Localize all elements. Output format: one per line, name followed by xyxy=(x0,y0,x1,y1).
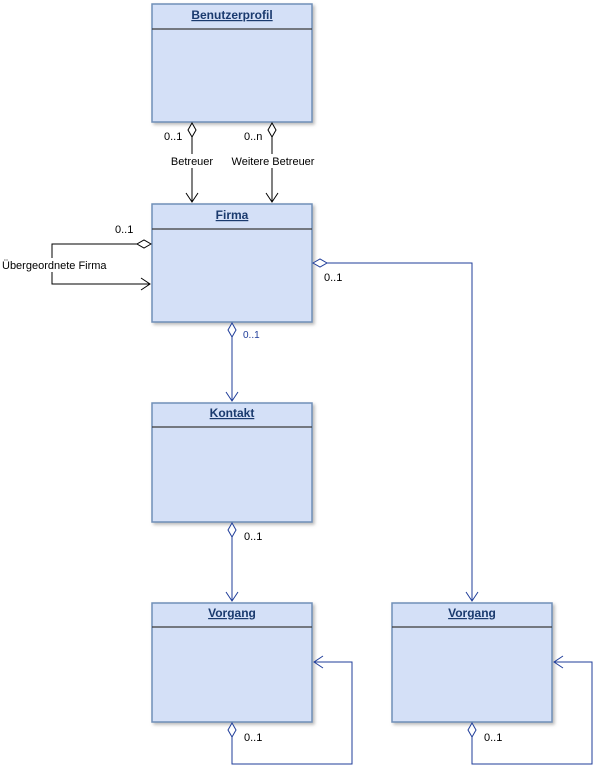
arrow-head-icon xyxy=(465,591,479,602)
class-title-benutzerprofil: Benutzerprofil xyxy=(191,8,272,22)
class-benutzerprofil[interactable]: Benutzerprofil xyxy=(151,3,313,123)
association-firma-vorgang[interactable]: 0..1 xyxy=(311,258,479,602)
association-firma-kontakt[interactable]: 0..1 xyxy=(225,321,260,402)
aggregation-diamond-icon xyxy=(227,721,237,739)
aggregation-diamond-icon xyxy=(187,121,197,139)
class-vorgang-left[interactable]: Vorgang xyxy=(151,602,313,723)
arrow-head-icon xyxy=(225,591,239,602)
multiplicity-kontakt-vorgang: 0..1 xyxy=(244,531,262,543)
multiplicity-betreuer: 0..1 xyxy=(164,131,182,143)
class-kontakt[interactable]: Kontakt xyxy=(151,402,313,523)
class-title-vorgang-left: Vorgang xyxy=(208,606,256,620)
arrow-head-icon xyxy=(313,655,324,669)
role-label-uebergeordnete-firma: Übergeordnete Firma xyxy=(2,260,107,272)
class-title-firma: Firma xyxy=(216,208,249,222)
class-title-kontakt: Kontakt xyxy=(210,406,255,420)
role-label-weitere-betreuer: Weitere Betreuer xyxy=(232,156,315,168)
arrow-head-icon xyxy=(185,192,199,203)
association-vorgang-right-self[interactable]: 0..1 xyxy=(467,655,593,765)
multiplicity-firma-kontakt: 0..1 xyxy=(243,330,260,341)
multiplicity-vorgang-left-self: 0..1 xyxy=(244,732,262,744)
aggregation-diamond-icon xyxy=(267,121,277,139)
multiplicity-weitere-betreuer: 0..n xyxy=(244,131,262,143)
association-vorgang-left-self[interactable]: 0..1 xyxy=(227,655,353,765)
class-title-vorgang-right: Vorgang xyxy=(448,606,496,620)
multiplicity-firma-vorgang: 0..1 xyxy=(324,272,342,284)
association-weitere-betreuer[interactable]: Weitere Betreuer 0..n xyxy=(229,121,317,203)
aggregation-diamond-icon xyxy=(227,321,237,339)
association-kontakt-vorgang[interactable]: 0..1 xyxy=(225,521,262,602)
arrow-head-icon xyxy=(265,192,279,203)
multiplicity-uebergeordnete-firma: 0..1 xyxy=(115,224,133,236)
aggregation-diamond-icon xyxy=(227,521,237,539)
role-label-betreuer: Betreuer xyxy=(171,156,214,168)
class-firma[interactable]: Firma xyxy=(151,203,313,323)
association-betreuer[interactable]: Betreuer 0..1 xyxy=(164,121,216,203)
aggregation-diamond-icon xyxy=(467,721,477,739)
aggregation-diamond-icon xyxy=(311,258,329,268)
association-uebergeordnete-firma[interactable]: Übergeordnete Firma 0..1 xyxy=(2,224,153,291)
class-vorgang-right[interactable]: Vorgang xyxy=(391,602,553,723)
multiplicity-vorgang-right-self: 0..1 xyxy=(484,732,502,744)
arrow-head-icon xyxy=(225,391,239,402)
arrow-head-icon xyxy=(553,655,564,669)
aggregation-diamond-icon xyxy=(135,239,153,249)
arrow-head-icon xyxy=(140,277,151,291)
